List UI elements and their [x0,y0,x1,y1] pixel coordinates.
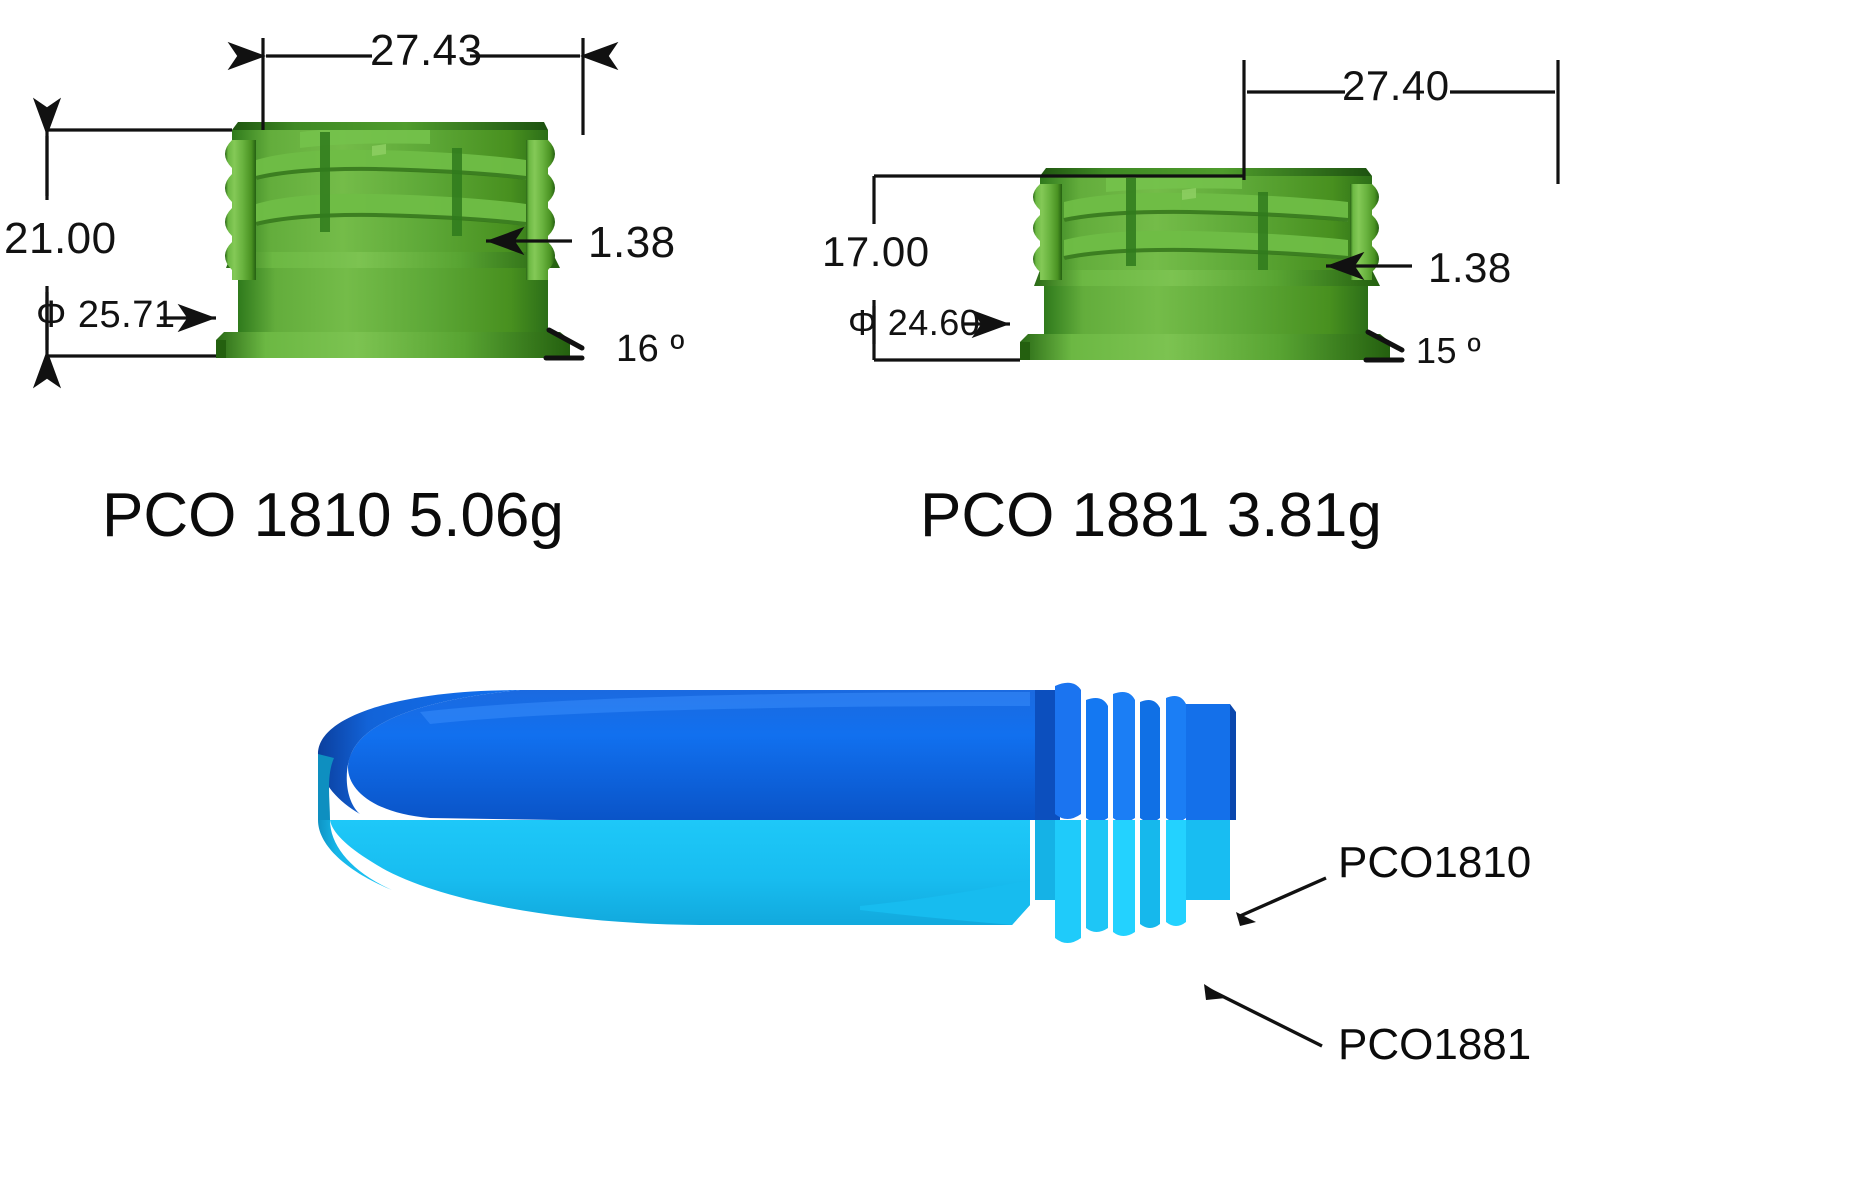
dim-label-inner-diameter-left: Φ 25.71 [36,294,176,336]
dim-label-wall-thickness-left: 1.38 [588,218,676,267]
pco1810-neck-render [216,122,570,358]
preform-render [318,682,1236,943]
dim-label-wall-thickness-right: 1.38 [1428,244,1512,291]
callout-leader-pco1881 [1209,988,1323,1048]
part-label-pco1881: PCO 1881 3.81g [920,481,1382,550]
angle-symbol-16 [543,327,585,361]
preform-neck-threads-upper [1035,682,1236,822]
preform-neck-threads-lower [1035,820,1230,943]
dim-label-angle-left: 16 º [616,328,685,370]
dim-label-outer-diameter-left: 27.43 [370,26,483,75]
callout-label-pco1881: PCO1881 [1338,1020,1532,1069]
callout-arrowhead-pco1810 [1236,912,1256,926]
callout-label-pco1810: PCO1810 [1338,838,1532,887]
dim-label-inner-diameter-right: Φ 24.60 [848,302,981,343]
callout-arrowhead-pco1881 [1204,984,1226,1000]
part-label-pco1810: PCO 1810 5.06g [102,481,564,550]
dim-label-height-right: 17.00 [822,228,930,275]
dim-label-outer-diameter-right: 27.40 [1342,62,1450,109]
pco1881-neck-render [1020,168,1390,360]
dim-label-height-left: 21.00 [4,214,117,263]
callout-leader-pco1810 [1239,876,1327,918]
dim-label-angle-right: 15 º [1416,330,1482,371]
angle-symbol-15 [1363,329,1405,363]
